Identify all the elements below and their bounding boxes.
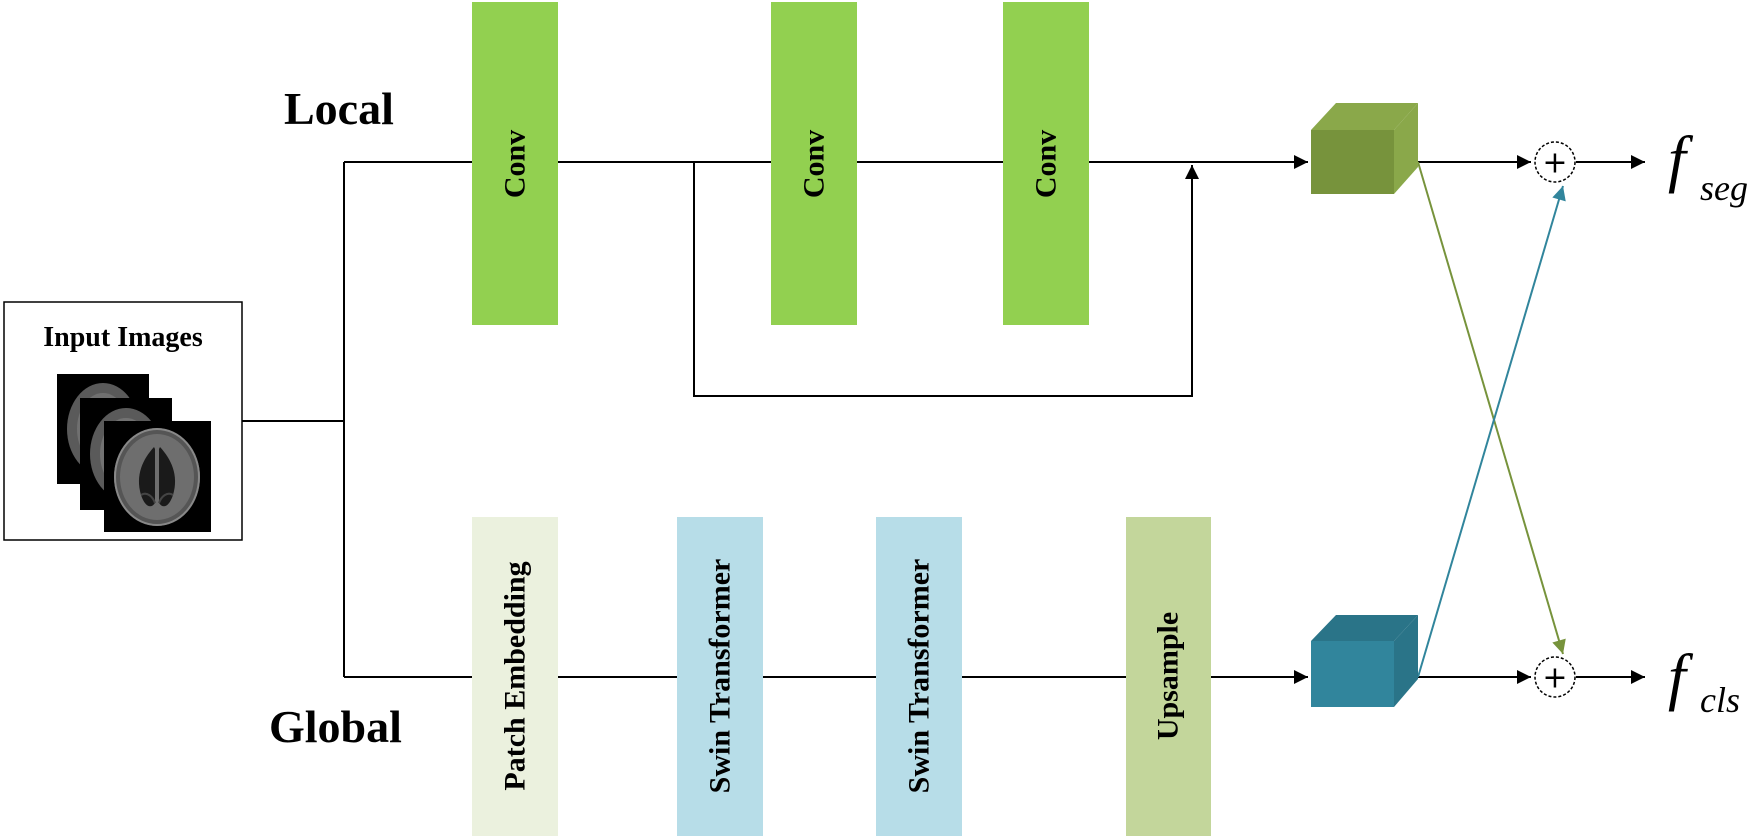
global-branch-label: Global — [269, 701, 402, 752]
local-branch-label: Local — [284, 83, 394, 134]
plus-icon: + — [1542, 661, 1567, 696]
input-images-panel: Input Images — [3, 301, 243, 541]
f-cls-subscript: cls — [1700, 680, 1740, 720]
plus-icon: + — [1542, 146, 1567, 181]
brain-mri-slices-icon — [57, 374, 211, 532]
local-skip-connection — [693, 162, 1199, 397]
local-branch-blocks: Conv Conv Conv — [472, 2, 1089, 325]
conv-block: Conv — [472, 2, 558, 325]
cross-arrow-local-to-cls — [1417, 161, 1566, 655]
seg-sum-node: + — [1534, 141, 1576, 183]
upsample-block: Upsample — [1126, 517, 1211, 836]
conv-block-label: Conv — [798, 130, 831, 198]
upsample-label: Upsample — [1152, 612, 1185, 740]
swin-transformer-block: Swin Transformer — [677, 517, 763, 836]
conv-block-label: Conv — [1030, 130, 1063, 198]
swin-transformer-label: Swin Transformer — [704, 559, 737, 794]
cross-arrow-global-to-seg — [1417, 185, 1566, 678]
patch-embedding-label: Patch Embedding — [499, 561, 532, 790]
output-f-seg: f seg — [1668, 123, 1748, 208]
input-label: Input Images — [43, 322, 203, 353]
f-cls-base: f — [1668, 641, 1694, 712]
local-feature-cube — [1311, 103, 1418, 194]
swin-transformer-label: Swin Transformer — [903, 559, 936, 794]
f-seg-subscript: seg — [1700, 168, 1748, 208]
swin-transformer-block: Swin Transformer — [876, 517, 962, 836]
cls-sum-node: + — [1534, 656, 1576, 698]
conv-block: Conv — [771, 2, 857, 325]
f-seg-base: f — [1668, 123, 1694, 194]
conv-block: Conv — [1003, 2, 1089, 325]
global-branch-blocks: Patch Embedding Swin Transformer Swin Tr… — [472, 517, 1211, 836]
global-feature-cube — [1311, 615, 1418, 707]
patch-embedding-block: Patch Embedding — [472, 517, 558, 836]
output-f-cls: f cls — [1668, 641, 1740, 720]
conv-block-label: Conv — [499, 130, 532, 198]
